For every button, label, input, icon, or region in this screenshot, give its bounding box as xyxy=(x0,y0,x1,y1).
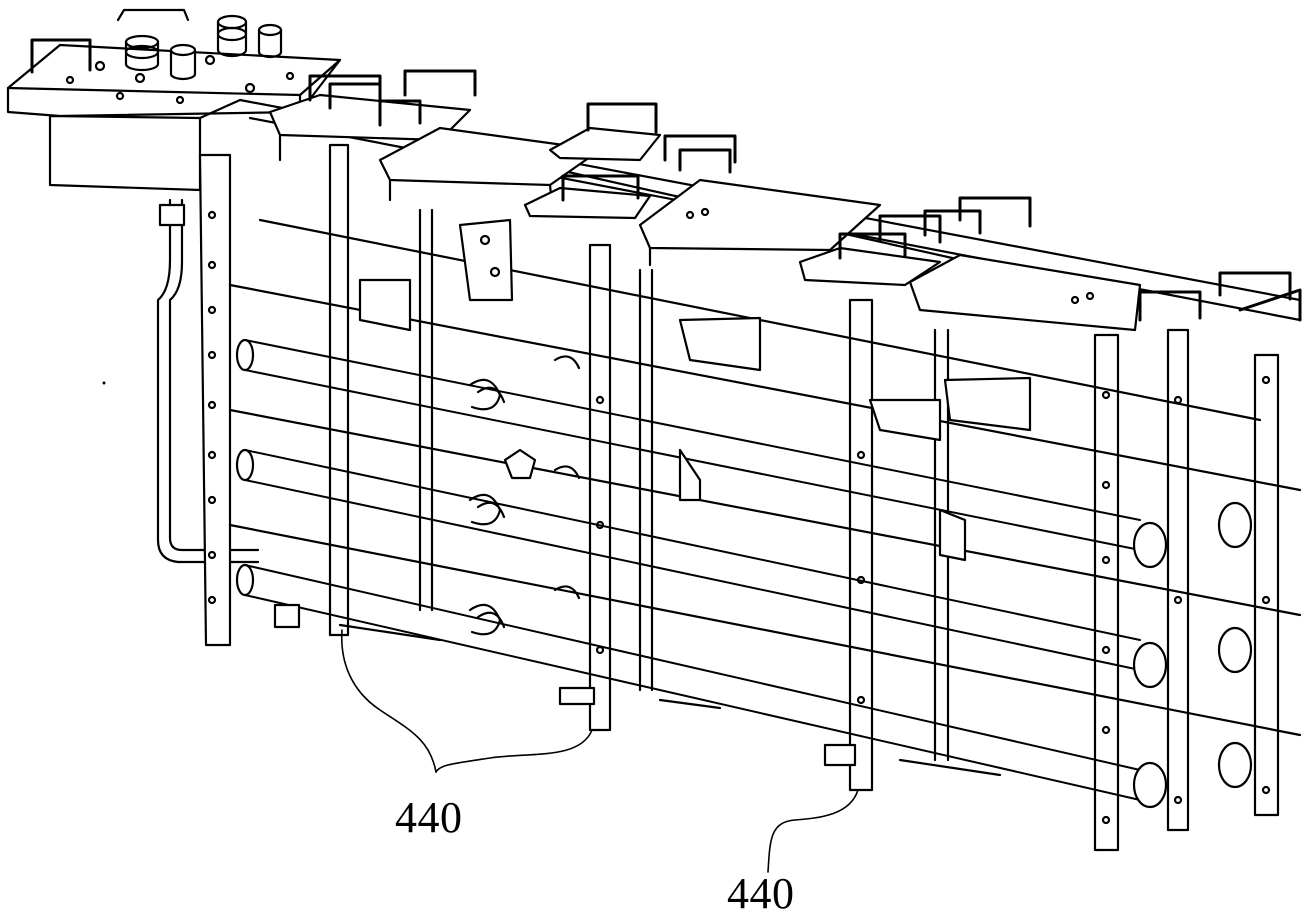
upright-6 xyxy=(1166,328,1190,832)
leader-440-b xyxy=(767,789,859,873)
upright-2 xyxy=(328,143,350,637)
pipe-clamps xyxy=(468,355,581,636)
bottom-feet xyxy=(273,603,1002,777)
pipe-row-3 xyxy=(235,563,1141,801)
reference-numeral-440-b: 440 xyxy=(727,869,795,918)
upright-5 xyxy=(1093,333,1120,852)
mounting-plates xyxy=(358,218,1032,562)
lift-handles xyxy=(308,69,1302,322)
upright-1 xyxy=(198,153,232,647)
upright-3 xyxy=(588,243,612,732)
leader-440-a-left xyxy=(340,629,437,773)
reference-numeral-440-a: 440 xyxy=(395,793,463,842)
connector-4 xyxy=(257,23,283,59)
leader-lines xyxy=(340,629,859,873)
pipe-end-caps xyxy=(1132,501,1253,809)
left-cable xyxy=(156,198,260,564)
vertical-uprights xyxy=(198,143,1280,852)
module-covers xyxy=(268,93,1142,332)
cover-6 xyxy=(908,253,1142,332)
cover-7 xyxy=(548,126,662,162)
upright-7 xyxy=(1253,353,1280,817)
pipe-row-2 xyxy=(235,448,1141,671)
connector-3 xyxy=(216,14,248,58)
cover-3 xyxy=(523,186,652,220)
top-connectors xyxy=(30,8,283,81)
pipe-row-1 xyxy=(235,338,1141,551)
upright-4 xyxy=(848,298,874,792)
connector-2 xyxy=(169,43,197,81)
connector-1 xyxy=(124,34,160,72)
leader-440-a-right xyxy=(435,729,593,773)
cover-4 xyxy=(638,178,882,267)
